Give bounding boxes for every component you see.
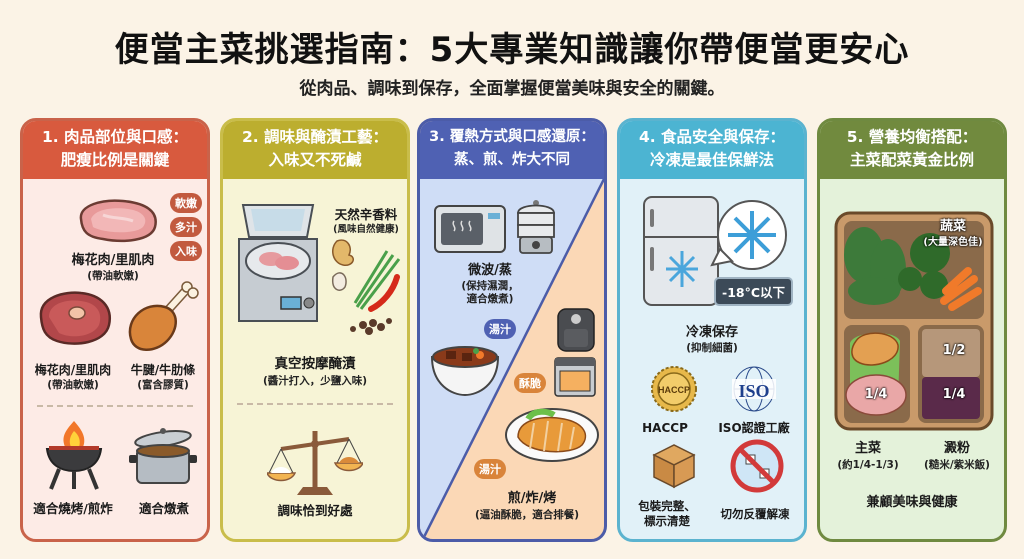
item-label: 主菜 <box>854 441 881 456</box>
item-label: 天然辛香料 <box>334 207 398 222</box>
item-label: 真空按摩醃漬 <box>274 356 356 372</box>
fraction-purple-rice: 1/4 <box>942 387 966 402</box>
item-label: 澱粉 <box>943 441 970 456</box>
card-title: 蒸、煎、炸大不同 <box>454 152 570 168</box>
fried-cutlet-icon <box>505 408 599 462</box>
card-title: 5. 營養均衡搭配： <box>846 128 978 146</box>
item-label: 調味恰到好處 <box>277 503 353 518</box>
freezer-icon <box>643 196 787 306</box>
pork-chop-icon <box>79 199 157 243</box>
card-meat-cuts: 1. 肉品部位與口感： 肥瘦比例是關鍵 軟嫩 多汁 入味 梅花肉/里肌肉 (帶油… <box>20 118 210 542</box>
spices-icon <box>332 239 401 335</box>
vacuum-marinator-icon <box>238 204 318 322</box>
item-sub: (帶油軟嫩) <box>47 379 99 391</box>
item-sub: (抑制細菌) <box>686 342 738 354</box>
item-sub: (風味自然健康) <box>333 224 399 235</box>
item-sub: (富含膠質) <box>137 379 189 391</box>
card-header: 2. 調味與醃漬工藝： 入味又不死鹹 <box>223 121 407 179</box>
badge-flavorful: 入味 <box>170 241 202 261</box>
badge-broth: 湯汁 <box>484 319 516 339</box>
item-label: 切勿反覆解凍 <box>720 507 790 521</box>
page-title: 便當主菜挑選指南：5大專業知識讓你帶便當更安心 <box>114 30 910 70</box>
card-title: 4. 食品安全與保存： <box>638 128 786 146</box>
grill-icon <box>45 421 103 490</box>
item-sub: 適合燉煮) <box>466 293 514 305</box>
balance-scale-icon <box>267 431 363 495</box>
stew-bowl-icon <box>430 346 500 397</box>
card-title: 冷凍是最佳保鮮法 <box>649 151 774 169</box>
card-food-safety: 4. 食品安全與保存： 冷凍是最佳保鮮法 -18°C以下 冷凍保存 (抑制細菌)… <box>617 118 807 542</box>
card-seasoning: 2. 調味與醃漬工藝： 入味又不死鹹 天然辛香料 (風味自然健康) 真空按摩醃漬… <box>220 118 410 542</box>
item-label: 冷凍保存 <box>685 325 738 340</box>
card-title: 肥瘦比例是關鍵 <box>60 151 170 169</box>
item-sub: (糙米/紫米飯) <box>924 459 990 471</box>
item-sub: (帶油軟嫩) <box>87 270 139 282</box>
item-sub: (醬汁打入，少鹽入味) <box>262 375 368 387</box>
item-label: 適合燉煮 <box>138 501 189 516</box>
item-label: 梅花肉/里肌肉 <box>71 253 155 268</box>
vegetable-label: 蔬菜 <box>939 219 966 234</box>
card-title: 1. 肉品部位與口感： <box>41 128 189 146</box>
svg-text:HACCP: HACCP <box>658 385 690 395</box>
package-box-icon <box>652 444 696 489</box>
microwave-icon <box>434 205 506 253</box>
card-footer: 兼顧美味與健康 <box>866 495 958 510</box>
item-sub: (約1/4-1/3) <box>837 459 899 471</box>
bento-box-icon <box>834 211 994 431</box>
item-label: 梅花肉/里肌肉 <box>34 363 112 377</box>
air-fryer-icon <box>557 308 595 352</box>
badge-broth: 湯汁 <box>474 459 506 479</box>
card-title: 入味又不死鹹 <box>268 151 362 169</box>
steamer-icon <box>517 200 555 254</box>
item-sub: (保持濕潤， <box>461 280 519 292</box>
haccp-seal-icon: HACCP <box>651 366 697 412</box>
badge-crispy: 酥脆 <box>514 373 546 393</box>
fraction-grain: 1/2 <box>942 343 966 358</box>
item-sub: (逼油酥脆，適合排餐) <box>474 509 580 521</box>
item-label: 適合燒烤/煎炸 <box>33 501 113 516</box>
item-label: HACCP <box>642 421 688 435</box>
card-nutrition: 5. 營養均衡搭配： 主菜配菜黃金比例 蔬菜 (大量深色佳) 1/2 1/4 1… <box>817 118 1007 542</box>
card-header: 5. 營養均衡搭配： 主菜配菜黃金比例 <box>820 121 1004 179</box>
chicken-drumstick-icon <box>128 281 199 351</box>
card-header: 3. 覆熱方式與口感還原： 蒸、煎、炸大不同 <box>420 121 604 179</box>
item-label: 煎/炸/烤 <box>507 491 557 506</box>
svg-text:ISO: ISO <box>738 381 769 401</box>
item-label: ISO認證工廠 <box>718 421 790 435</box>
diagonal-split <box>420 179 604 539</box>
no-refreeze-icon <box>730 439 784 493</box>
oven-icon <box>554 357 596 397</box>
stew-pot-icon <box>129 428 197 484</box>
card-title: 3. 覆熱方式與口感還原： <box>429 129 595 145</box>
item-label: 標示清楚 <box>644 514 690 528</box>
card-header: 4. 食品安全與保存： 冷凍是最佳保鮮法 <box>620 121 804 179</box>
iso-globe-icon: ISO <box>732 366 776 412</box>
page-subtitle: 從肉品、調味到保存，全面掌握便當美味與安全的關鍵。 <box>299 79 725 99</box>
item-label: 牛腱/牛肋條 <box>130 363 196 377</box>
badge-juicy: 多汁 <box>170 217 202 237</box>
badge-tender: 軟嫩 <box>170 193 202 213</box>
vegetable-sub: (大量深色佳) <box>923 237 983 248</box>
temp-badge: -18°C以下 <box>714 277 794 306</box>
card-header: 1. 肉品部位與口感： 肥瘦比例是關鍵 <box>23 121 207 179</box>
card-title: 主菜配菜黃金比例 <box>849 151 974 169</box>
item-label: 包裝完整、 <box>638 499 696 513</box>
item-label: 微波/蒸 <box>468 263 512 278</box>
card-title: 2. 調味與醃漬工藝： <box>241 128 389 146</box>
beef-steak-icon <box>39 291 112 345</box>
fraction-protein: 1/4 <box>864 387 888 402</box>
card-reheating: 3. 覆熱方式與口感還原： 蒸、煎、炸大不同 微波/蒸 (保持濕潤， 適合燉煮)… <box>417 118 607 542</box>
